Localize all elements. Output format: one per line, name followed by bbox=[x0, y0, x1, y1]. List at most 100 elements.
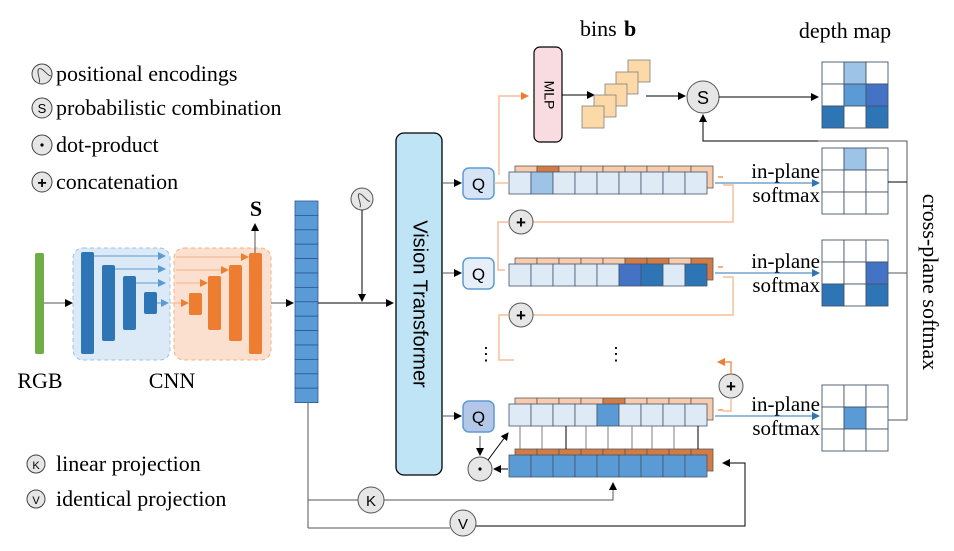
token-cell bbox=[294, 330, 319, 346]
depth-map-label: depth map bbox=[799, 18, 891, 43]
front-cell bbox=[596, 403, 620, 427]
front-cell bbox=[684, 454, 708, 478]
value-symbol: V bbox=[458, 516, 468, 533]
front-cell bbox=[596, 263, 620, 287]
cnn-decoder bbox=[170, 247, 272, 361]
softmax-label: softmax bbox=[752, 416, 820, 440]
row-1 bbox=[508, 165, 714, 195]
front-cell bbox=[684, 403, 708, 427]
front-cell bbox=[662, 263, 686, 287]
combine-symbol: S bbox=[697, 88, 709, 108]
legend-positional-encodings: positional encodings bbox=[31, 61, 237, 86]
positional-encoding-node bbox=[350, 187, 374, 211]
front-cell bbox=[574, 403, 598, 427]
grid-cell bbox=[865, 83, 889, 107]
s-output-label: S bbox=[250, 196, 262, 221]
front-cell bbox=[508, 403, 532, 427]
bins-symbol: b bbox=[624, 16, 636, 41]
grid-cell bbox=[821, 384, 845, 408]
front-cell bbox=[662, 171, 686, 195]
grid-depth-map bbox=[821, 61, 889, 129]
legend-label: concatenation bbox=[56, 169, 178, 194]
grid-cell bbox=[821, 147, 845, 171]
front-cell bbox=[552, 263, 576, 287]
front-cell bbox=[574, 171, 598, 195]
front-cell bbox=[640, 263, 664, 287]
vision-transformer-block bbox=[395, 132, 443, 476]
token-sequence bbox=[294, 200, 319, 404]
legend-probabilistic-combination: S probabilistic combination bbox=[31, 95, 281, 120]
grid-cell bbox=[843, 384, 867, 408]
rgb-input-bar bbox=[35, 253, 44, 354]
front-cell bbox=[684, 171, 708, 195]
cnn-label: CNN bbox=[149, 368, 196, 393]
plus-symbol: + bbox=[516, 213, 526, 232]
concatenation-icon bbox=[31, 171, 53, 193]
token-cell bbox=[294, 301, 319, 317]
front-cell bbox=[618, 454, 642, 478]
front-cell bbox=[618, 403, 642, 427]
grid-cell bbox=[865, 105, 889, 129]
key-symbol: K bbox=[366, 493, 376, 510]
grid-cell bbox=[865, 261, 889, 285]
front-cell bbox=[596, 454, 620, 478]
probabilistic-combination-icon bbox=[31, 97, 53, 119]
row-3 bbox=[508, 397, 714, 427]
bins-label: bins bbox=[580, 16, 617, 41]
grid-cell bbox=[821, 261, 845, 285]
query-label: Q bbox=[472, 265, 485, 284]
identical-projection-node bbox=[449, 509, 477, 537]
front-cell bbox=[552, 454, 576, 478]
grid-cell bbox=[865, 428, 889, 452]
front-cell bbox=[530, 171, 554, 195]
legend-label: positional encodings bbox=[56, 61, 237, 86]
vision-transformer-label: Vision Transformer bbox=[409, 220, 431, 388]
grid-cell bbox=[843, 406, 867, 430]
front-cell bbox=[640, 171, 664, 195]
legend-symbol: K bbox=[32, 460, 40, 472]
legend-label: dot-product bbox=[56, 132, 159, 157]
token-cell bbox=[294, 373, 319, 389]
front-cell bbox=[596, 171, 620, 195]
front-cell bbox=[662, 403, 686, 427]
token-cell bbox=[294, 387, 319, 404]
plus-symbol: + bbox=[726, 377, 736, 396]
token-cell bbox=[294, 214, 319, 231]
grid-cell bbox=[843, 428, 867, 452]
legend-concatenation: + concatenation bbox=[31, 169, 178, 194]
ellipsis-mid: ⋮ bbox=[607, 344, 625, 364]
legend-linear-projection: K linear projection bbox=[26, 451, 201, 476]
grid-cell bbox=[843, 283, 867, 307]
front-cell bbox=[530, 454, 554, 478]
grid-cell bbox=[865, 406, 889, 430]
bin-square bbox=[581, 105, 605, 129]
front-cell bbox=[530, 403, 554, 427]
identical-projection-icon bbox=[26, 489, 46, 509]
in-plane-label: in-plane bbox=[751, 249, 820, 273]
grid-plane-1 bbox=[821, 147, 889, 215]
front-cell bbox=[552, 171, 576, 195]
grid-cell bbox=[821, 191, 845, 215]
grid-cell bbox=[865, 61, 889, 85]
positional-encoding-icon bbox=[31, 63, 53, 85]
mlp-label: MLP bbox=[541, 81, 557, 110]
grid-cell bbox=[821, 105, 845, 129]
query-label: Q bbox=[472, 175, 485, 194]
legend-label: identical projection bbox=[56, 486, 226, 511]
front-cell bbox=[662, 454, 686, 478]
grid-cell bbox=[821, 83, 845, 107]
grid-cell bbox=[843, 147, 867, 171]
plus-symbol: + bbox=[516, 306, 526, 325]
legend-identical-projection: V identical projection bbox=[26, 486, 226, 511]
legend-symbol: V bbox=[32, 495, 40, 507]
legend-symbol: S bbox=[38, 101, 47, 116]
grid-cell bbox=[865, 239, 889, 263]
row-2 bbox=[508, 257, 714, 287]
ellipsis-left: ⋮ bbox=[477, 344, 495, 364]
front-cell bbox=[640, 454, 664, 478]
front-cell bbox=[618, 171, 642, 195]
grid-cell bbox=[843, 191, 867, 215]
softmax-label: softmax bbox=[752, 273, 820, 297]
grid-cell bbox=[821, 428, 845, 452]
legend-label: linear projection bbox=[56, 451, 201, 476]
